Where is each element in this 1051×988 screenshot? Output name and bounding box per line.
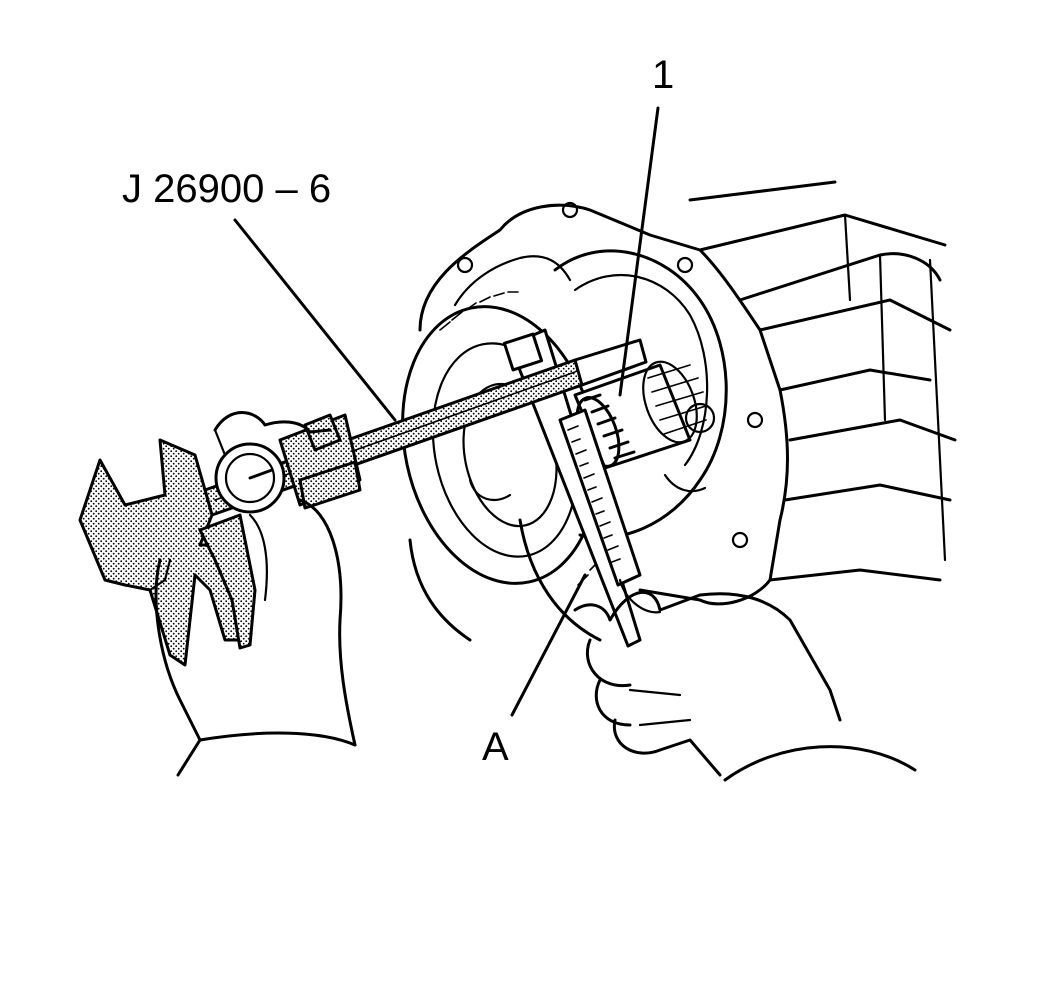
callout-tool-number: J 26900 – 6 — [122, 167, 331, 211]
callout-1: 1 — [652, 53, 674, 97]
leader-line-tool — [233, 218, 397, 422]
depth-gauge-blade — [502, 328, 642, 648]
dial-caliper — [78, 338, 648, 667]
callout-a: A — [482, 725, 509, 769]
left-hand — [154, 411, 357, 777]
output-shaft — [573, 360, 716, 493]
right-hand — [573, 578, 917, 782]
leader-line-a — [510, 573, 587, 717]
leader-line-1 — [618, 106, 660, 397]
leader-lines — [233, 106, 660, 717]
